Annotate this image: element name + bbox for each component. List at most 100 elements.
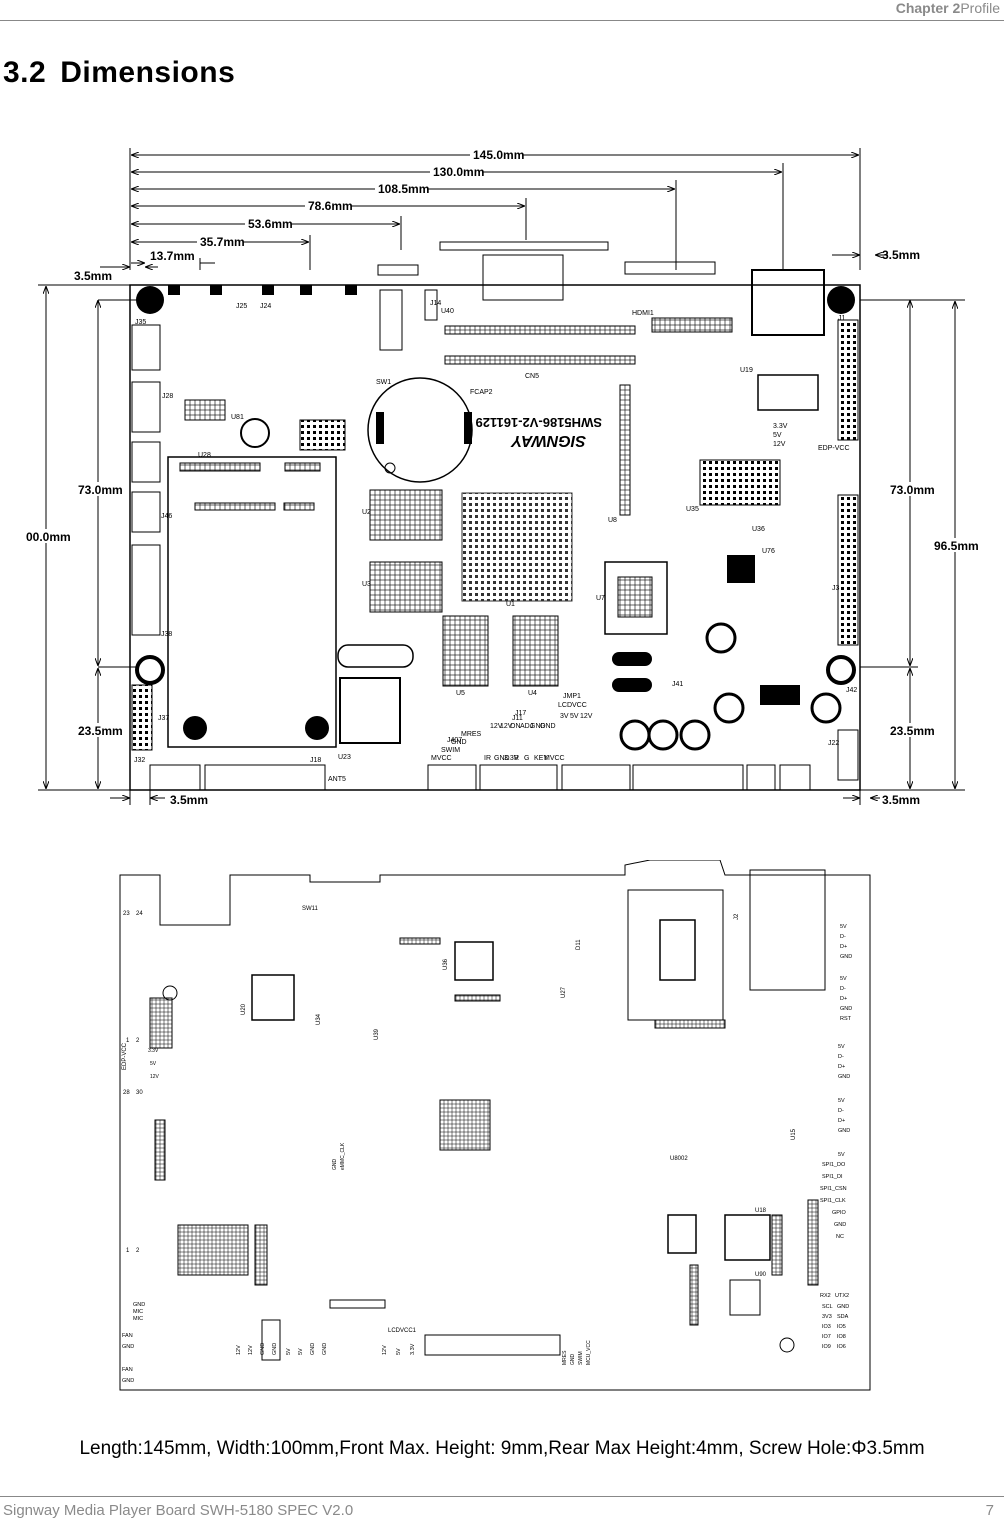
svg-text:SW11: SW11 bbox=[302, 906, 319, 912]
svg-text:RST: RST bbox=[840, 1016, 852, 1022]
svg-text:J2: J2 bbox=[734, 913, 740, 920]
dim-bottom-left: 3.5mm bbox=[170, 793, 208, 807]
rear-uart-pins: RX2 UTX2 SCL GND 3V3 SDA IO3 IO5 IO7 IO8… bbox=[820, 1293, 849, 1350]
svg-text:23: 23 bbox=[123, 911, 130, 917]
svg-text:U5: U5 bbox=[456, 690, 465, 697]
svg-text:GND: GND bbox=[834, 1222, 846, 1228]
svg-text:MRES: MRES bbox=[461, 731, 482, 738]
svg-text:5V: 5V bbox=[150, 1061, 157, 1067]
rear-right-pins: 5V D- D+ GND 5V D- D+ GND RST 5V D- D+ G… bbox=[820, 924, 852, 1240]
svg-text:G: G bbox=[524, 755, 529, 762]
svg-text:MIC: MIC bbox=[133, 1316, 143, 1322]
svg-text:12V: 12V bbox=[382, 1345, 388, 1355]
svg-text:J46: J46 bbox=[161, 513, 172, 520]
dim-top-3: 78.6mm bbox=[308, 199, 353, 213]
board-labels: J35 J28 U81 U28 J46 J38 J37 J32 J18 ANT5… bbox=[134, 300, 857, 783]
rear-labels: SW11 U20 U34 U39 U36 U27 D11 J2 U8002 U1… bbox=[122, 906, 797, 1334]
svg-text:HDMI1: HDMI1 bbox=[632, 310, 654, 317]
svg-text:GND: GND bbox=[840, 1006, 852, 1012]
svg-text:U81: U81 bbox=[231, 414, 244, 421]
svg-text:5V: 5V bbox=[298, 1348, 304, 1355]
svg-text:J11: J11 bbox=[512, 715, 523, 722]
svg-text:U40: U40 bbox=[441, 308, 454, 315]
svg-text:GND: GND bbox=[322, 1343, 328, 1355]
svg-text:J37: J37 bbox=[158, 715, 169, 722]
svg-text:GND: GND bbox=[133, 1302, 145, 1308]
dim-height-right-total: 96.5mm bbox=[934, 539, 979, 553]
svg-text:SWIM: SWIM bbox=[441, 747, 460, 754]
svg-text:EDP-VCC: EDP-VCC bbox=[122, 1042, 128, 1070]
spec-caption: Length:145mm, Width:100mm,Front Max. Hei… bbox=[79, 1438, 925, 1459]
rear-bottom-pins: 12V 12V GND GND 5V 5V GND GND 12V 5V 3.3… bbox=[236, 1343, 416, 1355]
svg-text:J42: J42 bbox=[846, 687, 857, 694]
svg-text:J407: J407 bbox=[447, 737, 462, 744]
svg-text:U28: U28 bbox=[198, 452, 211, 459]
board-brand: SIGNWAY bbox=[510, 432, 586, 449]
dim-top-4: 53.6mm bbox=[248, 217, 293, 231]
svg-text:5V: 5V bbox=[840, 976, 847, 982]
page-header: Chapter 2Profile bbox=[0, 0, 1004, 21]
svg-text:IO6: IO6 bbox=[837, 1344, 846, 1350]
svg-text:NC: NC bbox=[836, 1234, 844, 1240]
svg-text:LCDVCC1: LCDVCC1 bbox=[388, 1328, 417, 1334]
svg-text:GND: GND bbox=[838, 1074, 850, 1080]
dim-right-edge: 3.5mm bbox=[882, 248, 920, 262]
svg-text:MCU_VCC: MCU_VCC bbox=[586, 1340, 592, 1365]
svg-text:MRES: MRES bbox=[562, 1350, 568, 1365]
svg-text:U34: U34 bbox=[316, 1013, 322, 1025]
svg-text:U39: U39 bbox=[374, 1028, 380, 1040]
svg-text:U90: U90 bbox=[755, 1272, 767, 1278]
svg-text:28: 28 bbox=[123, 1090, 130, 1096]
svg-text:GND: GND bbox=[530, 723, 546, 730]
svg-text:1: 1 bbox=[126, 1248, 130, 1254]
svg-text:12V: 12V bbox=[236, 1345, 242, 1355]
svg-text:D-: D- bbox=[840, 934, 846, 940]
svg-text:IR: IR bbox=[484, 755, 491, 762]
rear-small-text: 3.3V 5V 12V GND eMMC_CLK MRES GND SWIM M… bbox=[148, 1048, 592, 1365]
svg-text:12V: 12V bbox=[490, 723, 503, 730]
svg-text:SW1: SW1 bbox=[376, 379, 391, 386]
svg-text:J38: J38 bbox=[161, 631, 172, 638]
svg-text:SPI1_DI: SPI1_DI bbox=[822, 1174, 843, 1180]
svg-text:1: 1 bbox=[126, 1038, 130, 1044]
pcb-rear bbox=[119, 860, 871, 1391]
svg-text:FCAP2: FCAP2 bbox=[470, 389, 493, 396]
svg-text:J41: J41 bbox=[672, 681, 683, 688]
svg-text:J17: J17 bbox=[515, 710, 526, 717]
svg-text:D+: D+ bbox=[840, 944, 847, 950]
svg-text:GND: GND bbox=[122, 1378, 134, 1384]
svg-text:U2: U2 bbox=[362, 509, 371, 516]
dim-height-left: 73.0mm bbox=[78, 483, 123, 497]
svg-text:J32: J32 bbox=[134, 757, 145, 764]
svg-text:KEY: KEY bbox=[534, 755, 548, 762]
rear-numbers: 23 24 1 2 28 30 1 2 bbox=[123, 911, 143, 1254]
svg-text:12V: 12V bbox=[248, 1345, 254, 1355]
rear-board-drawing: SW11 U20 U34 U39 U36 U27 D11 J2 U8002 U1… bbox=[119, 860, 871, 1391]
dim-top-2: 108.5mm bbox=[378, 182, 429, 196]
svg-text:ADJ: ADJ bbox=[520, 723, 533, 730]
svg-text:RX2: RX2 bbox=[820, 1293, 831, 1299]
svg-text:GND: GND bbox=[272, 1343, 278, 1355]
svg-text:FAN: FAN bbox=[122, 1333, 133, 1339]
svg-text:UTX2: UTX2 bbox=[835, 1293, 849, 1299]
dim-height-left-lower: 23.5mm bbox=[78, 724, 123, 738]
svg-text:GND: GND bbox=[310, 1343, 316, 1355]
page-footer: Signway Media Player Board SWH-5180 SPEC… bbox=[0, 1496, 1004, 1525]
svg-text:GND: GND bbox=[570, 1354, 576, 1366]
svg-text:U18: U18 bbox=[755, 1208, 767, 1214]
svg-text:2: 2 bbox=[136, 1248, 140, 1254]
svg-text:12V: 12V bbox=[773, 441, 786, 448]
svg-text:SDA: SDA bbox=[837, 1314, 849, 1320]
svg-text:U20: U20 bbox=[241, 1003, 247, 1015]
svg-text:3V: 3V bbox=[560, 713, 569, 720]
svg-text:D-: D- bbox=[838, 1108, 844, 1114]
svg-text:5V: 5V bbox=[286, 1348, 292, 1355]
dim-height-right: 73.0mm bbox=[890, 483, 935, 497]
svg-text:12V: 12V bbox=[580, 713, 593, 720]
dim-height-total: 00.0mm bbox=[26, 530, 71, 544]
svg-text:IO9: IO9 bbox=[822, 1344, 831, 1350]
svg-text:3V3: 3V3 bbox=[822, 1314, 832, 1320]
svg-text:J18: J18 bbox=[310, 757, 321, 764]
svg-text:D+: D+ bbox=[840, 996, 847, 1002]
